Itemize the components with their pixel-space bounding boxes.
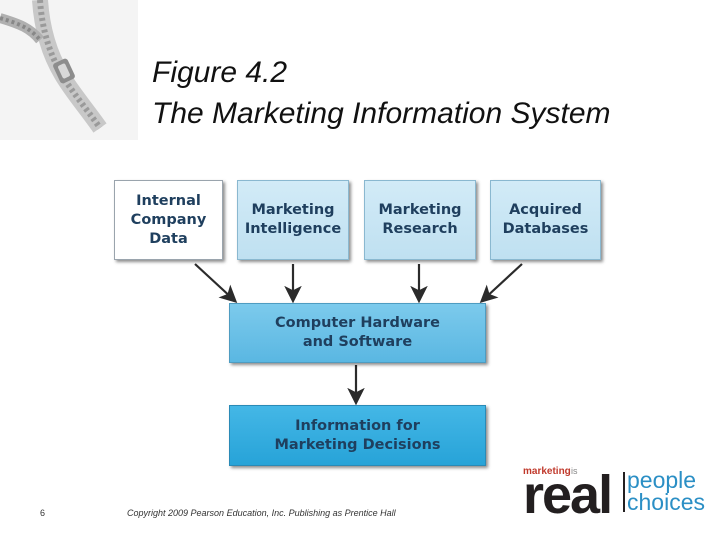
internal-company-data-box: Internal Company Data (114, 180, 223, 260)
information-for-marketing-decisions-box: Information for Marketing Decisions (229, 405, 486, 466)
logo-choices-text: choices (627, 489, 705, 515)
logo-real-text: real (523, 465, 613, 525)
marketing-research-box: Marketing Research (364, 180, 476, 260)
marketing-real-people-real-choices-logo: marketing is real people choices (523, 466, 708, 522)
logo-people-text: people (627, 467, 697, 493)
figure-title: The Marketing Information System (152, 97, 611, 130)
marketing-intelligence-box: Marketing Intelligence (237, 180, 349, 260)
zipper-decoration-image (0, 0, 138, 140)
arrow-acquired-databases (479, 263, 523, 303)
copyright-text: Copyright 2009 Pearson Education, Inc. P… (127, 508, 396, 518)
arrow-internal-data (194, 263, 238, 303)
figure-number: Figure 4.2 (152, 56, 288, 89)
logo-divider (623, 472, 625, 512)
page-number: 6 (40, 508, 46, 518)
acquired-databases-box: Acquired Databases (490, 180, 601, 260)
computer-hardware-software-box: Computer Hardware and Software (229, 303, 486, 363)
logo-marketing-text: marketing (523, 466, 571, 477)
logo-is-text: is (571, 466, 578, 476)
